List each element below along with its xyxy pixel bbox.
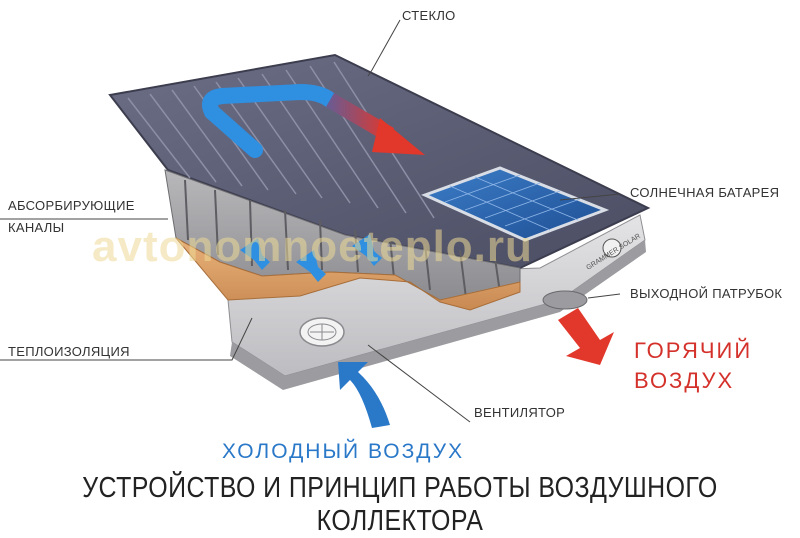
label-glass: СТЕКЛО	[402, 8, 456, 23]
outlet-pipe	[542, 290, 588, 310]
leader-lines	[0, 19, 621, 423]
page-title: УСТРОЙСТВО И ПРИНЦИП РАБОТЫ ВОЗДУШНОГО К…	[82, 472, 718, 537]
hot-air-line2: ВОЗДУХ	[634, 368, 735, 393]
airflow-hot-arrowhead	[372, 118, 425, 155]
cold-air-label: ХОЛОДНЫЙ ВОЗДУХ	[222, 440, 465, 463]
channel-inflow-arrows	[240, 234, 382, 282]
label-absorber-line1: АБСОРБИРУЮЩИЕ	[8, 198, 135, 213]
label-outlet-pipe: ВЫХОДНОЙ ПАТРУБОК	[630, 286, 783, 301]
label-solar-battery: СОЛНЕЧНАЯ БАТАРЕЯ	[630, 185, 780, 200]
label-fan: ВЕНТИЛЯТОР	[474, 405, 566, 420]
watermark: avtonomnoeteplo.ru	[92, 222, 533, 271]
cold-air-arrow	[338, 362, 390, 428]
label-absorber-line2: КАНАЛЫ	[8, 220, 65, 235]
label-insulation: ТЕПЛОИЗОЛЯЦИЯ	[8, 344, 130, 359]
collector-front-edge	[230, 240, 646, 390]
fan-icon	[299, 317, 345, 347]
solar-grid	[444, 174, 581, 231]
hot-air-arrow	[558, 308, 614, 365]
collector-diagram: GRAMMER SOLAR	[0, 19, 651, 428]
hot-air-line1: ГОРЯЧИЙ	[634, 338, 753, 363]
insulation-layer	[175, 237, 521, 311]
grammer-logo-icon	[602, 238, 622, 258]
airflow-u-arrow	[202, 83, 338, 158]
